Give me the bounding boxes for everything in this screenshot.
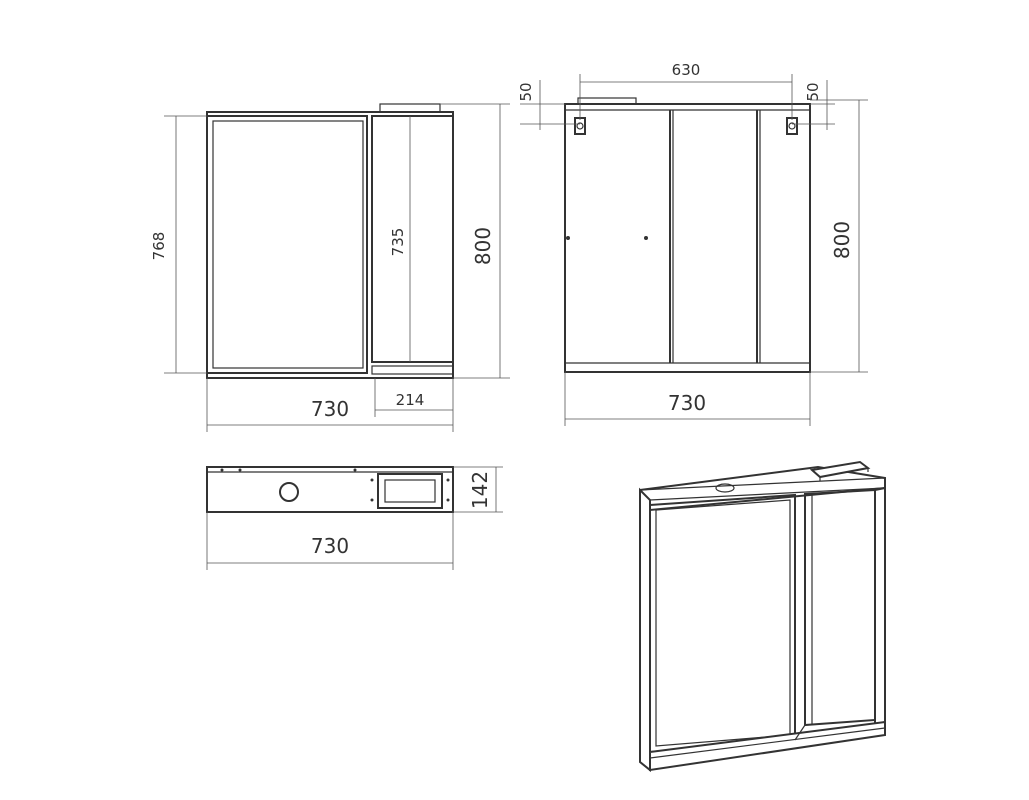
back-dim-800-label: 800 (830, 221, 854, 259)
front-mirror-door (206, 115, 368, 374)
front-bottom-shelf (371, 365, 454, 375)
iso-left-side (639, 487, 651, 773)
back-dim-730-label: 730 (668, 391, 706, 415)
top-dim-142-label: 142 (468, 471, 492, 509)
front-outer-body (206, 111, 454, 379)
top-light-box (377, 473, 443, 509)
top-view: 142 730 (206, 466, 503, 570)
iso-shelf-compartment (804, 488, 876, 727)
iso-light-hole (715, 483, 735, 493)
back-dot-center (644, 236, 648, 240)
front-dim-730-label: 730 (311, 397, 349, 421)
top-dim-730-label: 730 (311, 534, 349, 558)
front-light-fixture (379, 103, 441, 113)
back-dim-50-left-label: 50 (517, 82, 535, 101)
top-light-hole (279, 482, 299, 502)
iso-mirror-inner (655, 499, 791, 747)
iso-mirror-frame (649, 493, 796, 754)
front-dim-735-label: 735 (389, 228, 407, 257)
front-dim-800-label: 800 (471, 227, 495, 265)
front-dim-214-label: 214 (396, 391, 425, 409)
back-dim-50-right-label: 50 (804, 82, 822, 101)
front-mirror-inner (212, 120, 364, 369)
back-outer-body (564, 103, 811, 373)
front-view: 768 735 800 730 214 (150, 103, 510, 432)
back-dim-630-label: 630 (672, 61, 701, 79)
iso-right-side (874, 486, 886, 727)
iso-bottom-shelf (649, 720, 886, 772)
isometric-view (639, 460, 886, 773)
front-dim-768-label: 768 (150, 232, 168, 261)
back-view: 630 50 50 800 730 (517, 61, 868, 426)
back-dot-left (566, 236, 570, 240)
